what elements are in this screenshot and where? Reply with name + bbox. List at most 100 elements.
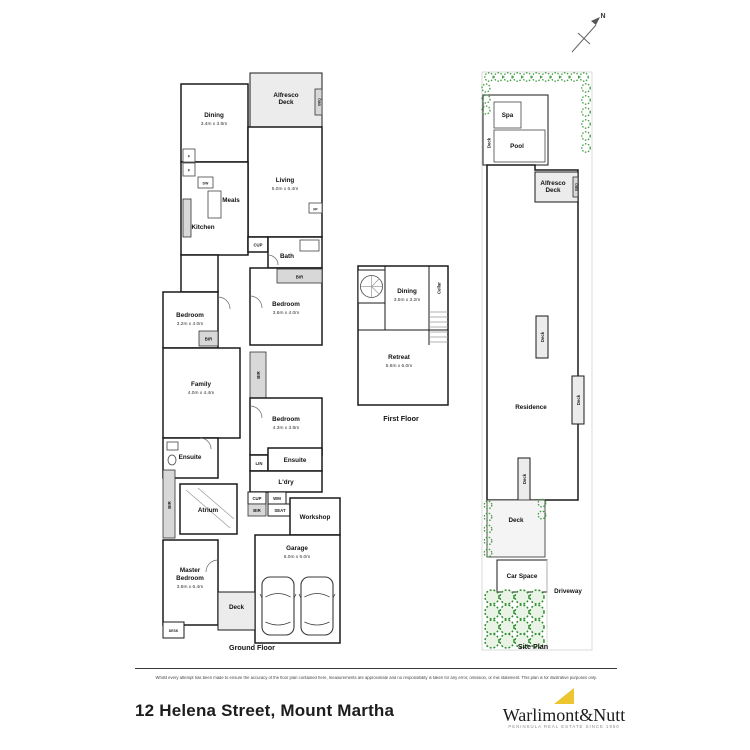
label-living: Living	[276, 177, 295, 184]
door-arc	[249, 405, 263, 419]
dims-master: 3.8m x 6.4m	[177, 584, 203, 590]
label-bath: Bath	[280, 253, 294, 260]
spiral-stair	[360, 275, 383, 298]
label-bbq: BBQ	[318, 98, 322, 106]
kitchen-bench	[182, 198, 192, 238]
north-arrow-cross-axis	[577, 32, 591, 45]
dims-first-dining: 3.5m x 3.2m	[394, 297, 420, 303]
label-car-space: Car Space	[507, 573, 538, 580]
label-spa: Spa	[502, 112, 514, 119]
label-bir-5: BIR	[167, 500, 172, 508]
label-workshop: Workshop	[300, 514, 331, 521]
pool	[493, 129, 546, 163]
label-site-deck-1: Deck	[487, 137, 492, 148]
label-laundry: L'dry	[278, 479, 294, 486]
lot-boundary	[481, 71, 593, 651]
label-deck: Deck	[229, 604, 245, 611]
door-arc	[199, 437, 212, 450]
label-site-deck-3: Deck	[576, 394, 581, 405]
site-plan-title: Site Plan	[518, 642, 548, 651]
label-site-deck-2: Deck	[540, 331, 545, 342]
bathtub	[299, 239, 320, 252]
label-kitchen: Kitchen	[191, 224, 214, 231]
brand-flag-icon	[554, 688, 574, 704]
north-arrow: N	[571, 13, 606, 53]
label-bir-2: BIR	[205, 337, 213, 342]
label-site-alfresco-1: Alfresco	[540, 180, 565, 187]
label-pool: Pool	[510, 143, 524, 150]
fridge-2	[182, 162, 196, 177]
label-dining: Dining	[204, 112, 224, 119]
label-fridge-1: F	[188, 155, 190, 159]
label-cup-2: CUP	[252, 496, 261, 501]
fireplace	[308, 202, 323, 214]
atrium-glazing-line	[185, 489, 231, 529]
door-arc	[205, 559, 219, 573]
label-driveway: Driveway	[554, 588, 582, 595]
door-arc	[249, 295, 263, 309]
label-cellar: Cellar	[437, 282, 442, 294]
site-deck-5	[486, 499, 546, 558]
site-plan: Spa Pool Deck Alfresco Deck BBQ Deck Res…	[481, 71, 593, 651]
site-deck-3	[571, 375, 585, 425]
label-site-deck-5: Deck	[508, 517, 524, 524]
ground-floor-plan: Dining 3.4m x 3.8m Alfresco Deck BBQ Liv…	[162, 72, 341, 652]
bir-1	[276, 268, 323, 284]
label-ensuite-2: Ensuite	[284, 457, 307, 464]
label-bir-1: BIR	[296, 275, 304, 280]
label-retreat: Retreat	[388, 354, 411, 361]
ground-deck	[217, 591, 256, 631]
brand-tagline-container: PENINSULA REAL ESTATE SINCE 1950	[498, 725, 630, 733]
spa	[493, 101, 522, 129]
room-workshop	[289, 497, 341, 536]
dims-bedroom-3: 4.3m x 3.8m	[273, 425, 299, 431]
label-master-1: Master	[180, 567, 201, 574]
door-arc	[217, 296, 231, 310]
label-desk: DESK	[169, 629, 179, 633]
page-title: 12 Helena Street, Mount Martha	[135, 701, 395, 720]
car-space	[496, 559, 548, 593]
label-atrium: Atrium	[198, 507, 219, 514]
label-master-2: Bedroom	[176, 575, 204, 582]
label-first-dining: Dining	[397, 288, 417, 295]
desk-nook	[162, 621, 185, 639]
label-fp: FP	[313, 208, 318, 212]
label-alfresco-1: Alfresco	[273, 92, 298, 99]
bbq-bench	[314, 88, 323, 116]
brand-logo: Warlimont&Nutt PENINSULA REAL ESTATE SIN…	[498, 688, 630, 733]
label-cup-1: CUP	[253, 243, 262, 248]
label-meals: Meals	[222, 197, 240, 204]
ground-floor-title: Ground Floor	[229, 643, 275, 652]
first-floor-title: First Floor	[383, 414, 419, 423]
staircase-treads	[429, 311, 448, 343]
label-garage: Garage	[286, 545, 308, 552]
label-site-bbq: BBQ	[575, 183, 579, 191]
dims-bedroom-1: 3.6m x 4.0m	[273, 310, 299, 316]
north-arrow-head	[591, 17, 600, 25]
label-seat: SEAT	[274, 508, 286, 513]
atrium-glazing-line-2	[197, 487, 235, 520]
disclaimer-text: Whilst every attempt has been made to en…	[155, 676, 597, 681]
site-deck-2	[535, 315, 549, 359]
kitchen-island	[207, 190, 222, 219]
label-site-alfresco-2: Deck	[545, 187, 561, 194]
bir-4	[247, 503, 267, 517]
trees-top-row	[484, 72, 589, 82]
room-alfresco-deck	[249, 72, 323, 128]
dims-retreat: 5.6m x 6.0m	[386, 363, 412, 369]
north-label: N	[600, 13, 605, 20]
footer-divider	[135, 668, 617, 669]
room-master-bedroom	[162, 539, 219, 626]
toilet	[167, 454, 177, 466]
dims-living: 5.0m x 6.4m	[272, 186, 298, 192]
bir-2	[198, 330, 219, 347]
door-arc	[267, 254, 279, 266]
dims-dining: 3.4m x 3.8m	[201, 121, 227, 127]
label-linen: LIN	[256, 461, 263, 466]
car-2	[298, 576, 336, 636]
site-bbq	[572, 176, 579, 198]
dims-bedroom-2: 3.2m x 4.0m	[177, 321, 203, 327]
dims-garage: 6.0m x 6.0m	[284, 554, 310, 560]
